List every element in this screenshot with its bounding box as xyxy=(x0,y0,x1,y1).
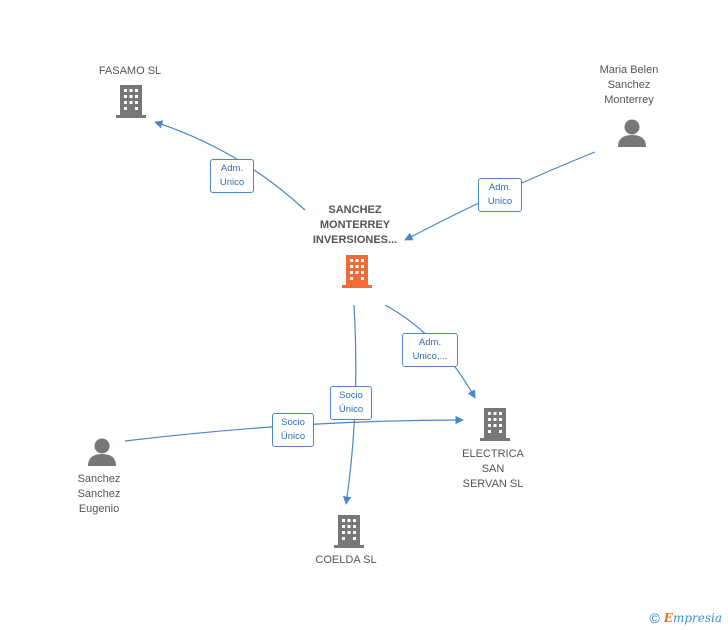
person-icon[interactable] xyxy=(88,438,116,467)
node-label-electrica[interactable]: ELECTRICA SAN SERVAN SL xyxy=(462,448,524,490)
copyright-icon: © xyxy=(649,610,660,626)
edge-main-fasamo xyxy=(154,120,306,211)
building-icon-main[interactable] xyxy=(342,255,372,288)
person-icon[interactable] xyxy=(618,119,646,148)
edge-label-main-coelda[interactable]: Socio Único xyxy=(330,386,372,420)
building-icon[interactable] xyxy=(334,515,364,548)
node-label-maria[interactable]: Maria Belen Sanchez Monterrey xyxy=(599,64,659,106)
building-icon[interactable] xyxy=(116,85,146,118)
node-label-main[interactable]: SANCHEZ MONTERREY INVERSIONES... xyxy=(312,204,398,246)
edge-label-maria-main[interactable]: Adm. Unico xyxy=(478,178,522,212)
edge-label-sanchez-electrica[interactable]: Socio Único xyxy=(272,413,314,447)
building-icon[interactable] xyxy=(480,408,510,441)
node-label-coelda[interactable]: COELDA SL xyxy=(315,554,377,566)
edge-label-main-electrica[interactable]: Adm. Unico,... xyxy=(402,333,458,367)
edge-label-main-fasamo[interactable]: Adm. Unico xyxy=(210,159,254,193)
node-label-fasamo[interactable]: FASAMO SL xyxy=(98,65,162,77)
footer-brand: © Empresia xyxy=(649,610,722,626)
node-label-sanchez[interactable]: Sanchez Sanchez Eugenio xyxy=(77,473,121,515)
brand-logo[interactable]: Empresia xyxy=(663,611,722,625)
